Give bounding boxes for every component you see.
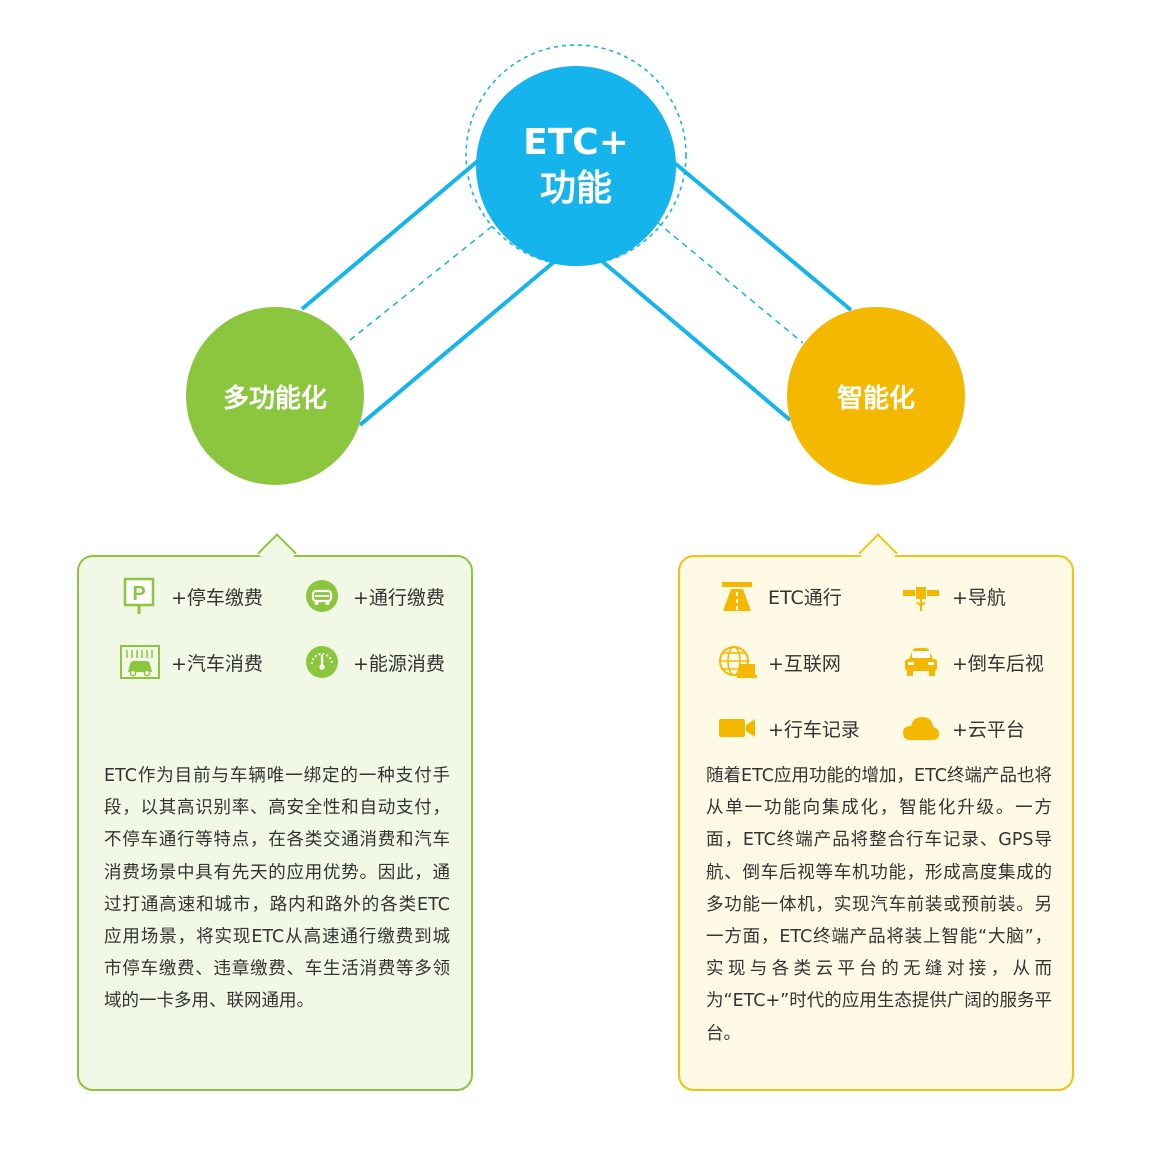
feature-parking-payment: P +停车缴费 [119,577,263,615]
satellite-icon [900,577,942,615]
center-dashed-ring [465,44,687,266]
feature-label: +能源消费 [353,652,445,675]
right-node-intelligent: 智能化 [787,307,965,485]
feature-label: +导航 [952,586,1006,609]
globe-network-icon [716,643,758,681]
multifunction-description: ETC作为目前与车辆唯一绑定的一种支付手段，以其高识别率、高安全性和自动支付，不… [104,766,450,1012]
feature-label: ETC通行 [768,586,842,609]
feature-label: +互联网 [768,652,841,675]
feature-label: +倒车后视 [952,652,1044,675]
feature-rear-view: +倒车后视 [900,643,1044,681]
intelligent-card: ETC通行 +导航 +互联网 [678,533,1074,1091]
svg-text:P: P [132,583,145,605]
feature-navigation: +导航 [900,577,1006,615]
left-upper-connector [300,152,488,311]
feature-label: +行车记录 [768,718,860,741]
right-dashed-connector [639,207,804,344]
feature-cloud-platform: +云平台 [900,709,1025,747]
center-node-line2: 功能 [539,168,612,209]
feature-internet: +互联网 [716,643,841,681]
right-upper-connector [663,153,853,312]
feature-label: +通行缴费 [353,586,445,609]
intelligent-description: 随着ETC应用功能的增加，ETC终端产品也将从单一功能向集成化，智能化升级。一方… [706,766,1052,1044]
feature-drive-recorder: +行车记录 [716,709,860,747]
right-lower-connector [594,254,792,422]
highway-icon [716,577,758,615]
feature-label: +停车缴费 [171,586,263,609]
fuel-gauge-icon [301,643,343,681]
parking-sign-icon: P [119,577,161,615]
center-node-etc-plus: ETC+ 功能 [476,66,676,266]
car-rear-icon [900,643,942,681]
feature-toll-payment: +通行缴费 [301,577,445,615]
feature-energy-consumption: +能源消费 [301,643,445,681]
toll-road-car-icon [301,577,343,615]
feature-etc-pass: ETC通行 [716,577,842,615]
feature-label: +汽车消费 [171,652,263,675]
car-wash-icon [119,643,161,681]
center-node-line1: ETC+ [523,121,629,163]
feature-car-consumption: +汽车消费 [119,643,263,681]
video-camera-icon [716,709,758,747]
cloud-icon [900,709,942,747]
left-dashed-connector [349,207,516,341]
feature-label: +云平台 [952,718,1025,741]
left-node-multifunction: 多功能化 [186,307,364,485]
left-lower-connector [358,254,563,427]
multifunction-card: P +停车缴费 +通行缴费 [77,533,473,1091]
